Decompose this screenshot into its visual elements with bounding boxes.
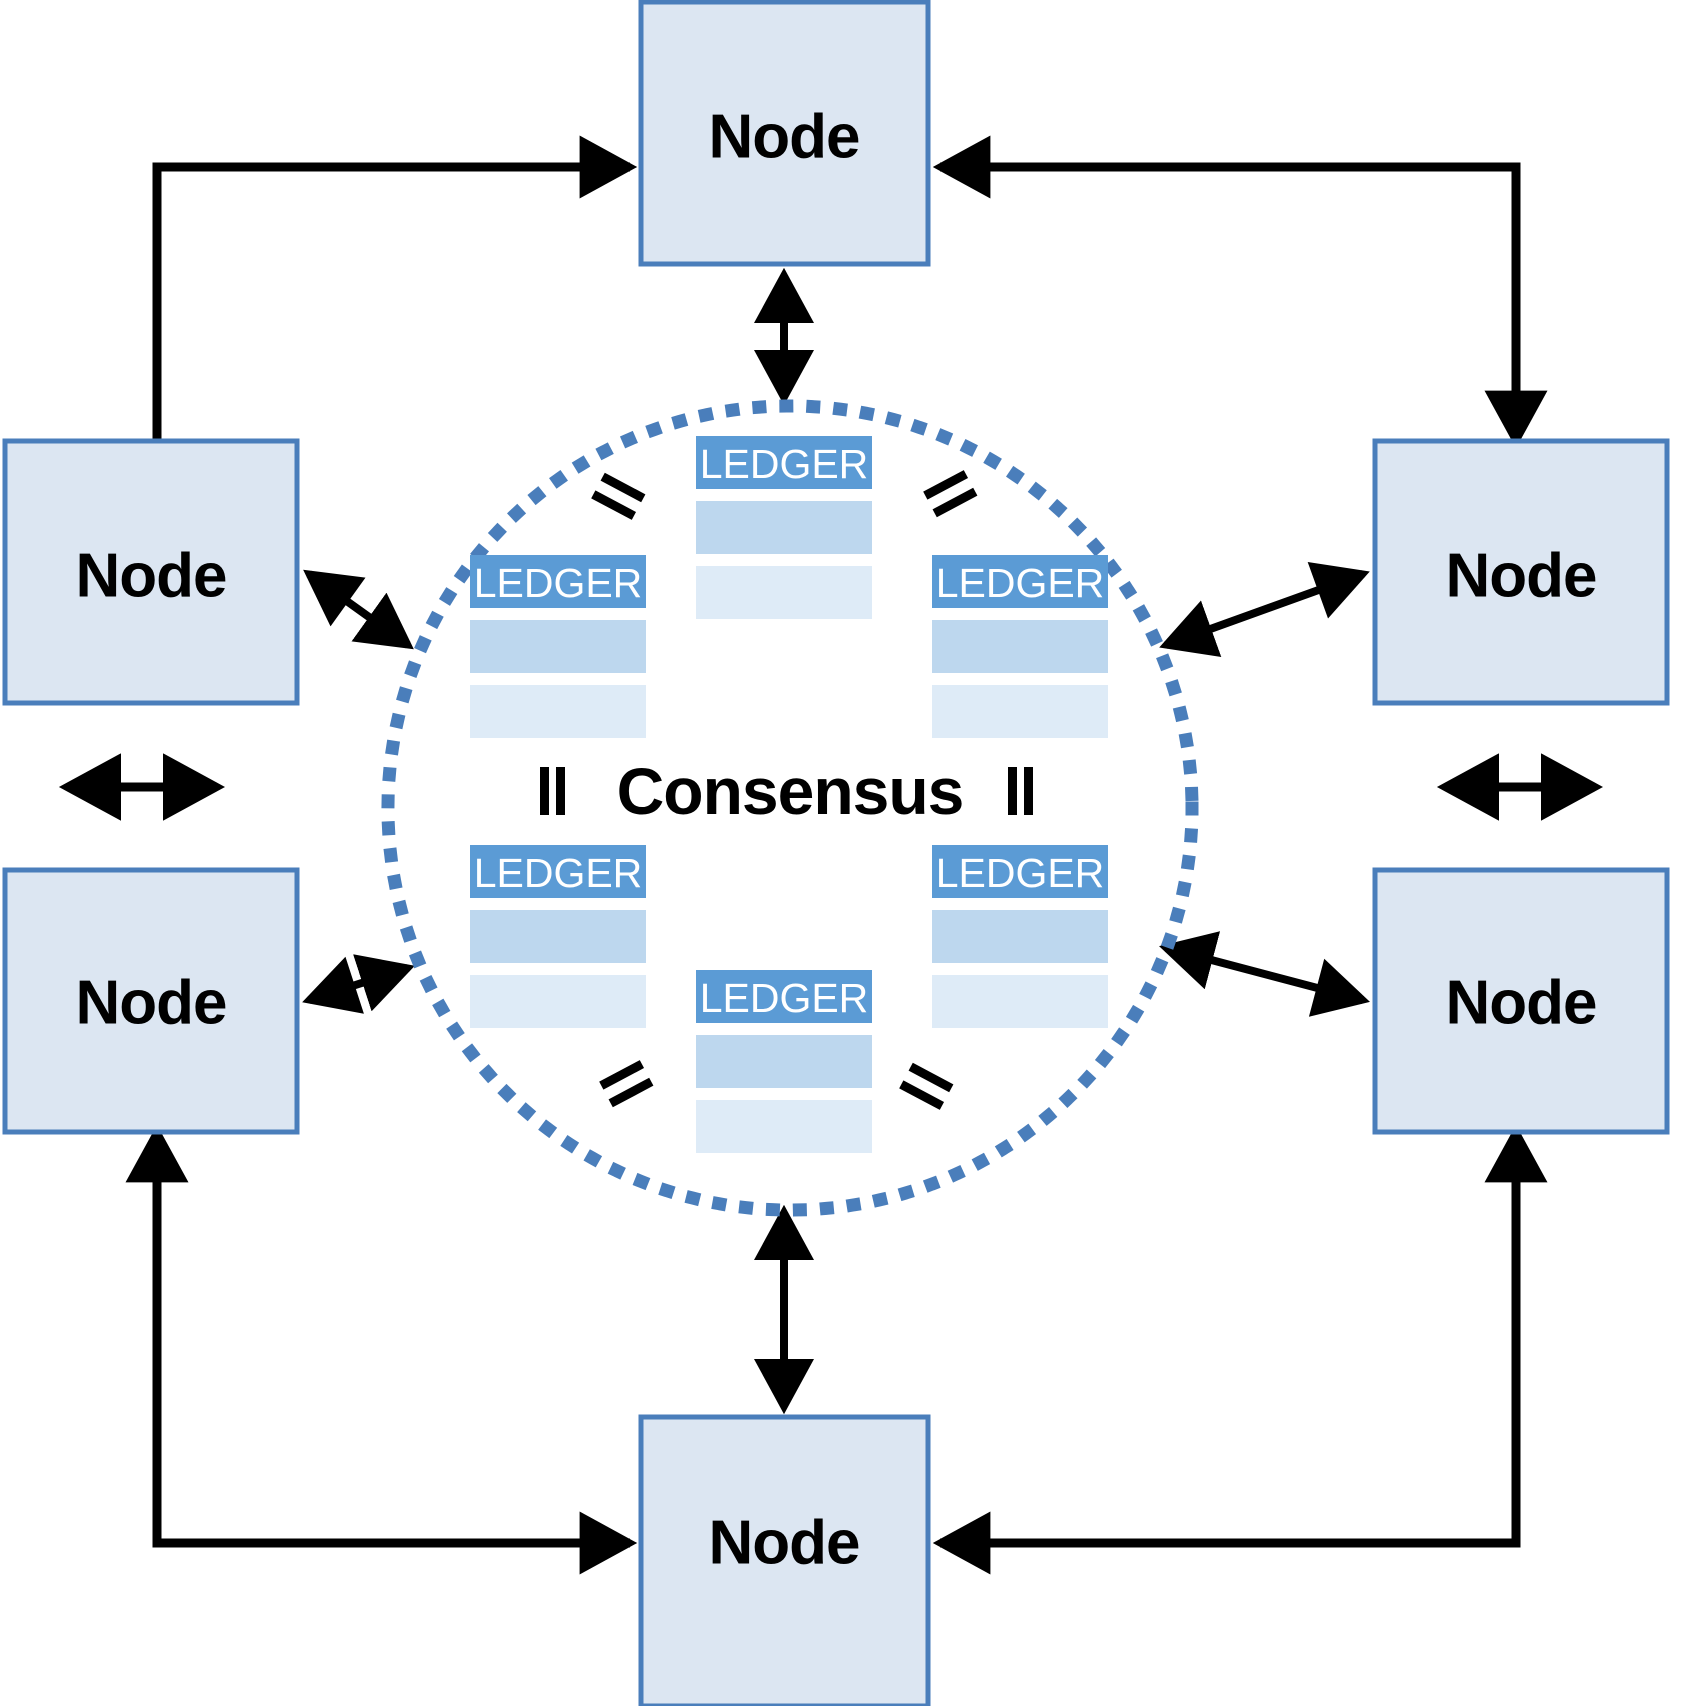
ledger-row-1 <box>696 501 872 554</box>
ledger-title: LEDGER <box>474 850 643 896</box>
ledger-row-1 <box>470 910 646 963</box>
connector-left-upper-to-consensus <box>303 569 414 650</box>
consensus-boundary-circle <box>381 399 1199 1217</box>
node-top[interactable]: Node <box>638 0 931 267</box>
ledger-row-2 <box>470 685 646 738</box>
ledger-header-bar <box>932 845 1108 898</box>
ledger-row-2 <box>932 685 1108 738</box>
node-label: Node <box>76 542 227 611</box>
ledger-card-top: LEDGER <box>696 436 872 619</box>
equals-icon-bottom-right <box>899 1062 954 1110</box>
consensus-spoke-connections <box>302 267 1370 1415</box>
ledger-card-upper-right: LEDGER <box>932 555 1108 738</box>
equals-icon-top-left <box>591 472 646 520</box>
connector-right-upper-to-consensus <box>1159 562 1370 657</box>
equals-icon-mid-right <box>1008 767 1033 815</box>
connector-top-to-right-upper <box>932 135 1548 449</box>
ledger-row-2 <box>696 566 872 619</box>
node-label: Node <box>76 969 227 1038</box>
ledger-title: LEDGER <box>474 560 643 606</box>
connector-bottom-to-right-lower <box>932 1124 1548 1575</box>
equals-icon-top-right <box>923 470 978 518</box>
ledger-card-lower-left: LEDGER <box>470 845 646 1028</box>
outer-ring-connections <box>58 135 1604 1575</box>
equals-icon-mid-left <box>540 767 565 815</box>
connector-top-to-left-upper <box>125 135 638 492</box>
consensus-label: Consensus <box>617 754 964 828</box>
ledger-card-upper-left: LEDGER <box>470 555 646 738</box>
ledger-header-bar <box>696 970 872 1023</box>
ledger-stacks: LEDGER LEDGER LEDGER LEDGER <box>470 436 1108 1153</box>
node-left-lower[interactable]: Node <box>2 867 300 1135</box>
ledger-title: LEDGER <box>936 560 1105 606</box>
node-bottom[interactable]: Node <box>638 1414 931 1706</box>
node-right-upper[interactable]: Node <box>1372 438 1670 706</box>
ledger-title: LEDGER <box>700 441 869 487</box>
ledger-row-1 <box>470 620 646 673</box>
ledger-row-2 <box>696 1100 872 1153</box>
node-right-lower[interactable]: Node <box>1372 867 1670 1135</box>
connector-left-lower-to-consensus <box>302 954 415 1014</box>
node-label: Node <box>1446 969 1597 1038</box>
equals-icon-bottom-left <box>599 1060 654 1108</box>
ledger-title: LEDGER <box>936 850 1105 896</box>
node-box[interactable] <box>638 0 931 267</box>
ledger-row-1 <box>932 910 1108 963</box>
connector-bottom-to-left-lower <box>125 1124 638 1575</box>
ledger-row-1 <box>696 1035 872 1088</box>
ledger-header-bar <box>696 436 872 489</box>
node-box[interactable] <box>1372 438 1670 706</box>
ledger-row-2 <box>932 975 1108 1028</box>
node-box[interactable] <box>2 438 300 706</box>
node-box[interactable] <box>2 867 300 1135</box>
node-label: Node <box>709 1509 860 1578</box>
node-label: Node <box>1446 542 1597 611</box>
node-left-upper[interactable]: Node <box>2 438 300 706</box>
connector-right-lower-to-consensus <box>1159 931 1370 1017</box>
node-box[interactable] <box>638 1414 931 1706</box>
node-box[interactable] <box>1372 867 1670 1135</box>
ledger-card-bottom: LEDGER <box>696 970 872 1153</box>
node-label: Node <box>709 103 860 172</box>
ledger-row-1 <box>932 620 1108 673</box>
ledger-row-2 <box>470 975 646 1028</box>
ledger-title: LEDGER <box>700 975 869 1021</box>
ledger-header-bar <box>470 845 646 898</box>
ledger-header-bar <box>470 555 646 608</box>
ledger-header-bar <box>932 555 1108 608</box>
ledger-card-lower-right: LEDGER <box>932 845 1108 1028</box>
equality-marks <box>540 470 1033 1110</box>
